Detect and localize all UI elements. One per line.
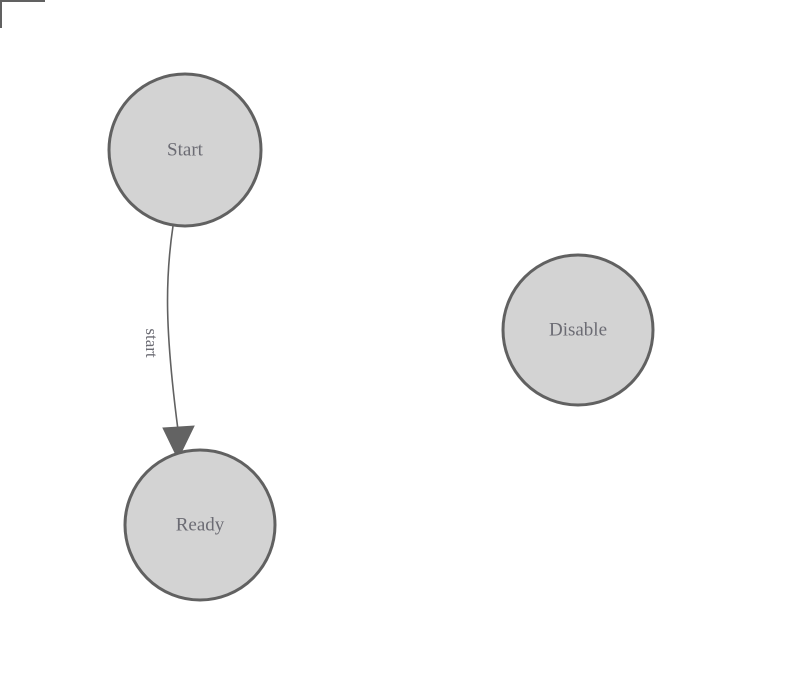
node-start-label: Start bbox=[167, 139, 204, 160]
node-disable-label: Disable bbox=[549, 319, 607, 340]
node-ready[interactable]: Ready bbox=[123, 448, 277, 602]
arrowhead-icon bbox=[162, 425, 195, 461]
node-ready-circle bbox=[123, 448, 277, 602]
node-start-circle bbox=[107, 72, 263, 228]
node-start[interactable]: Start bbox=[107, 72, 263, 228]
node-disable-circle bbox=[501, 253, 655, 407]
edge-label-start: start bbox=[142, 328, 161, 358]
edge-start-to-ready[interactable]: start bbox=[142, 225, 195, 461]
node-disable[interactable]: Disable bbox=[501, 253, 655, 407]
corner-bracket-mark bbox=[0, 0, 45, 28]
edge-path bbox=[166, 225, 179, 431]
node-ready-label: Ready bbox=[176, 514, 225, 535]
